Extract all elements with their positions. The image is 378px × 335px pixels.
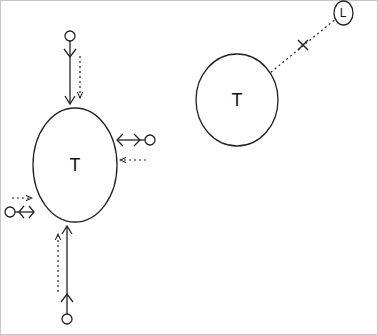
circle-node: T	[195, 53, 279, 147]
dotted-arrow	[120, 159, 146, 160]
stick-figure	[64, 31, 76, 104]
dotted-arrow	[57, 234, 58, 292]
node-label: L	[340, 7, 347, 19]
node-label: T	[232, 91, 243, 109]
circle-node: L	[333, 0, 354, 26]
connector-line	[271, 20, 334, 72]
dotted-arrow	[12, 197, 32, 198]
dotted-arrow	[79, 56, 80, 98]
stick-figure	[117, 134, 155, 146]
node-label: T	[70, 156, 81, 174]
stick-figure	[61, 226, 73, 324]
stick-figure	[5, 206, 34, 218]
cross-mark	[298, 40, 308, 50]
circle-node: T	[32, 107, 118, 223]
